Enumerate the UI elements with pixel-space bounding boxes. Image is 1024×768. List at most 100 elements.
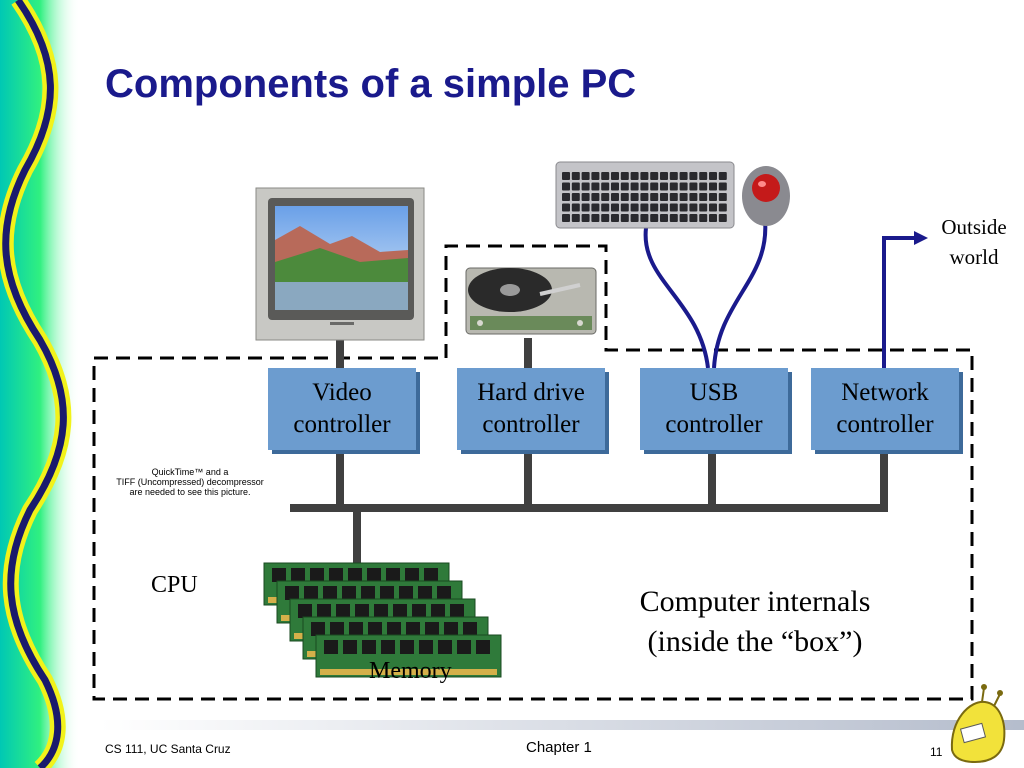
footer-chapter: Chapter 1 (526, 739, 592, 756)
keyboard-key (581, 172, 590, 180)
memory-pins (320, 669, 497, 675)
keyboard-key (699, 203, 708, 212)
footer-separator (100, 720, 1024, 730)
memory-chip (362, 640, 376, 654)
keyboard-key (591, 214, 600, 222)
computer-internals-line2: (inside the “box”) (647, 625, 863, 658)
keyboard-key (571, 193, 580, 201)
network-controller-label-line1: Network (841, 379, 929, 406)
keyboard-key (689, 182, 698, 191)
video-controller-label-line2: controller (293, 411, 391, 438)
memory-chip (381, 640, 395, 654)
memory-chip (386, 568, 400, 582)
keyboard-key (640, 193, 649, 201)
keyboard-key (581, 203, 590, 212)
video-controller-box: Video controller (268, 368, 416, 450)
memory-chip (457, 640, 471, 654)
keyboard-key (699, 193, 708, 201)
memory-chip (349, 622, 363, 636)
memory-chip (400, 640, 414, 654)
memory-chip (342, 586, 356, 600)
hard-drive-controller-label-line2: controller (482, 411, 580, 438)
keyboard-key (591, 203, 600, 212)
keyboard-key (669, 203, 678, 212)
quicktime-line1: QuickTime™ and a (151, 467, 229, 477)
keyboard-key (660, 182, 668, 191)
footer-course: CS 111, UC Santa Cruz (105, 742, 231, 756)
memory-chip (405, 568, 419, 582)
keyboard-key (630, 172, 639, 180)
keyboard-key (640, 214, 649, 222)
memory-chip (285, 586, 299, 600)
keyboard-key (601, 214, 610, 222)
outside-world-line1: Outside (941, 215, 1007, 239)
outside-world-label: Outside world (934, 212, 1014, 272)
keyboard-key (679, 172, 688, 180)
usb-controller-label-line2: controller (665, 411, 763, 438)
keyboard-key (650, 214, 659, 222)
network-controller-label-line2: controller (836, 411, 934, 438)
keyboard-icon (555, 161, 735, 229)
keyboard-key (699, 182, 708, 191)
memory-chip (298, 604, 312, 618)
keyboard-key (718, 193, 727, 201)
keyboard-key (689, 203, 698, 212)
keyboard-key (689, 172, 698, 180)
keyboard-key (679, 193, 688, 201)
keyboard-key (679, 214, 688, 222)
network-arrow (882, 231, 928, 368)
keyboard-key (601, 193, 610, 201)
memory-chip (437, 586, 451, 600)
memory-chip (368, 622, 382, 636)
memory-chip (431, 604, 445, 618)
hard-drive-controller-label-line1: Hard drive (477, 379, 585, 406)
memory-chip (324, 640, 338, 654)
memory-chip (336, 604, 350, 618)
keyboard-key (562, 203, 570, 212)
usb-controller-label-line1: USB (689, 379, 739, 406)
keyboard-key (640, 172, 649, 180)
memory-chip (291, 568, 305, 582)
memory-chip (476, 640, 490, 654)
keyboard-key (611, 172, 619, 180)
keyboard-key (679, 203, 688, 212)
keyboard-key (660, 193, 668, 201)
memory-chip (272, 568, 286, 582)
keyboard-key (669, 193, 678, 201)
memory-chip (412, 604, 426, 618)
keyboard-key (601, 172, 610, 180)
memory-chip (367, 568, 381, 582)
memory-chip (323, 586, 337, 600)
keyboard-key (581, 214, 590, 222)
computer-internals-line1: Computer internals (639, 585, 871, 618)
keyboard-key (562, 172, 570, 180)
keyboard-key (689, 214, 698, 222)
trackball-icon (742, 166, 790, 226)
memory-chip (450, 604, 464, 618)
memory-chip (393, 604, 407, 618)
memory-chip (317, 604, 331, 618)
quicktime-line2: TIFF (Uncompressed) decompressor (116, 477, 264, 487)
keyboard-key (650, 203, 659, 212)
memory-module-icon (263, 562, 502, 678)
memory-chip (387, 622, 401, 636)
keyboard-key (709, 182, 717, 191)
keyboard-key (601, 203, 610, 212)
usb-controller-box: USB controller (640, 368, 788, 450)
memory-chip (425, 622, 439, 636)
keyboard-key (571, 214, 580, 222)
keyboard-key (581, 182, 590, 191)
quicktime-line3: are needed to see this picture. (129, 487, 251, 497)
video-controller-label-line1: Video (312, 379, 372, 406)
footer-page-number: 11 (930, 745, 943, 759)
keyboard-key (581, 193, 590, 201)
system-bus (290, 338, 888, 570)
keyboard-key (689, 193, 698, 201)
keyboard-key (630, 214, 639, 222)
computer-internals-label: Computer internals (inside the “box”) (600, 582, 910, 662)
keyboard-key (611, 214, 619, 222)
keyboard-key (591, 182, 600, 191)
memory-chip (330, 622, 344, 636)
memory-chip (419, 640, 433, 654)
